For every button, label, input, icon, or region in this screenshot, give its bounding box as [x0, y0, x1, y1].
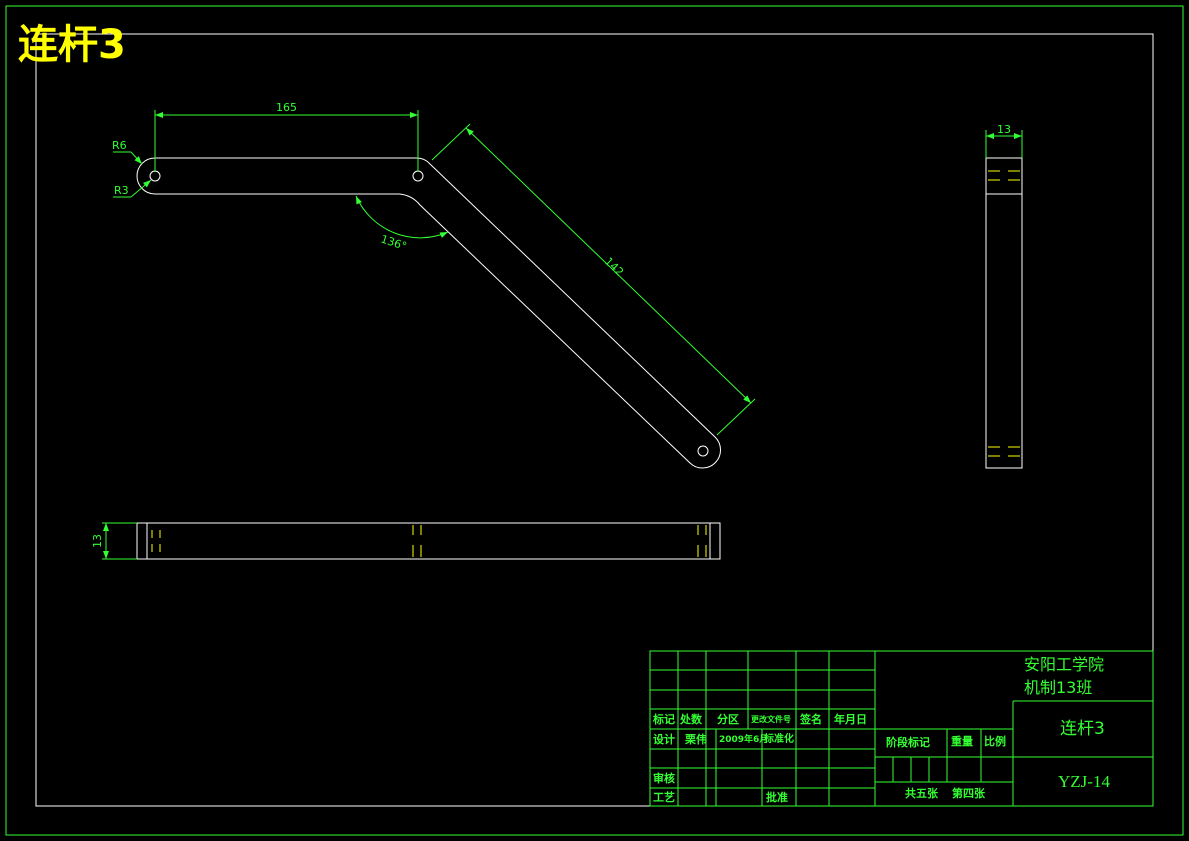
tb-mark: 标记	[652, 712, 675, 726]
hole-end	[697, 445, 709, 457]
dim-165-label: 165	[276, 101, 297, 114]
dimension-142	[431, 123, 756, 436]
tb-approve: 批准	[766, 790, 788, 804]
drawing-title: 连杆3	[18, 22, 126, 68]
tb-sign: 签名	[799, 712, 822, 726]
radius-leaders	[113, 151, 152, 198]
tb-weight: 重量	[951, 734, 973, 748]
tb-review: 审核	[653, 771, 675, 785]
tb-drawing-no: YZJ-14	[1058, 772, 1110, 791]
dim-13-side-label: 13	[997, 123, 1011, 136]
hole-middle	[412, 170, 424, 182]
inner-border	[35, 33, 1154, 807]
dim-142-label: 142	[602, 255, 626, 279]
tb-zone: 分区	[717, 712, 739, 726]
tb-change-doc: 更改文件号	[751, 714, 791, 724]
front-view	[102, 522, 721, 560]
tb-total-sheets: 共五张	[905, 786, 939, 800]
dim-r3-label: R3	[114, 184, 129, 197]
title-block	[649, 650, 1154, 807]
tb-designer: 栗伟	[685, 732, 707, 746]
tb-scale: 比例	[984, 734, 1006, 748]
tb-part-name: 连杆3	[1060, 719, 1105, 739]
hole-left	[149, 170, 161, 182]
outer-border	[5, 5, 1184, 836]
tb-stage-mark: 阶段标记	[886, 735, 930, 749]
tb-standardize: 标准化	[763, 732, 794, 745]
tb-process: 工艺	[653, 790, 675, 804]
tb-design-date: 2009年6月	[719, 733, 768, 745]
dim-13-front-label: 13	[91, 534, 104, 548]
tb-sheet-no: 第四张	[952, 786, 986, 800]
tb-date: 年月日	[834, 712, 867, 726]
dim-r6-label: R6	[112, 139, 127, 152]
tb-count: 处数	[679, 712, 703, 726]
angle-dimension	[355, 195, 449, 239]
side-view	[985, 130, 1023, 469]
tb-design: 设计	[653, 732, 675, 746]
tb-class: 机制13班	[1024, 678, 1092, 697]
tb-school: 安阳工学院	[1024, 655, 1104, 674]
dimension-165	[154, 110, 419, 172]
linkage-main-view	[136, 157, 721, 469]
